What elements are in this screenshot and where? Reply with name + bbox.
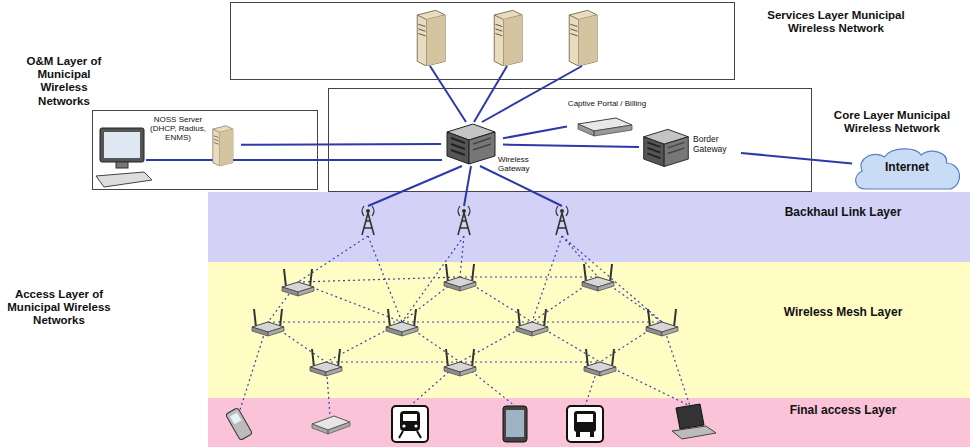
antenna-icon [458,206,470,235]
console-link [146,159,442,161]
backhaul-link [368,166,562,206]
border-gateway-icon [644,129,689,166]
laptop-screen [676,404,704,429]
gateway-node: Wireless Gateway [441,119,503,169]
server-icon [213,126,233,166]
server-node: NOSS Server (DHCP, Radius, ENMS) [149,115,241,175]
mesh-router [444,349,476,376]
bus-wheel [576,432,580,437]
layer-label: Wireless Gateway [497,155,545,173]
layer-label: Internet [852,161,962,175]
cpe-icon [312,416,350,430]
network-link [503,127,567,139]
phone-screen [230,412,241,424]
mesh-router [444,264,476,291]
layer-label: Final access Layer [768,404,918,418]
mesh-link [240,236,690,416]
network-link [741,153,852,164]
train-legs [399,431,421,438]
train-light [414,424,417,427]
layer-band: Backhaul Link Layer [208,192,970,262]
train-body [400,411,420,431]
service-link [430,66,582,122]
layer-box: Services Layer Municipal Wireless Networ… [230,2,735,80]
monitor-screen [104,132,140,158]
layer-label: Captive Portal / Billing [567,99,647,108]
mesh-router [584,349,616,376]
layer-label: Core Layer Municipal Wireless Network [819,109,965,135]
layer-label: O&M Layer of Municipal Wireless Networks [19,55,109,108]
layer-label: Backhaul Link Layer [768,206,918,220]
train-window [403,414,417,421]
antenna-icon [362,206,374,235]
mesh-router [282,269,314,296]
bus-window [577,414,593,422]
laptop-base [672,426,716,439]
network-link [503,145,639,147]
bus-body [574,411,596,432]
tablet-screen [506,410,524,437]
mesh-router [310,349,342,376]
server-icon [417,10,445,66]
layer-label: Wireless Mesh Layer [768,306,918,320]
mesh-router [516,309,548,336]
layer-band: Final access Layer [208,398,970,447]
layer-label: Border Gateway [693,135,741,155]
layer-label: Services Layer Municipal Wireless Networ… [761,9,911,35]
network-link [241,143,441,146]
gateway-node: Border Gateway [639,123,741,173]
mesh-router [386,309,418,336]
tablet-icon [503,406,527,442]
train-light [402,424,405,427]
device-node: Captive Portal / Billing [567,99,649,139]
mesh-router [646,309,678,336]
portal-icon-side [578,124,632,136]
train-icon [392,406,428,442]
gateway-icon [447,124,495,164]
portal-icon [578,118,632,131]
bus-wheel [590,432,594,437]
server-icon [569,10,597,66]
monitor-icon [100,128,144,162]
layer-label: Access Layer of Municipal Wireless Netwo… [4,288,114,328]
bus-icon [567,406,603,442]
layer-label: NOSS Server (DHCP, Radius, ENMS) [149,115,207,143]
layer-band: Wireless Mesh Layer [208,262,970,398]
cloud-node: Internet [852,146,964,192]
mesh-router [582,264,614,291]
monitor-stand [116,162,128,168]
keyboard-icon [96,172,152,187]
server-icon [494,10,522,66]
phone-icon [225,408,252,441]
layer-box: O&M Layer of Municipal Wireless Networks… [92,110,318,190]
antenna-icon [556,206,568,235]
mesh-router [252,309,284,336]
layer-box: Core Layer Municipal Wireless NetworkCap… [328,88,812,192]
cpe-icon-side [312,422,350,434]
